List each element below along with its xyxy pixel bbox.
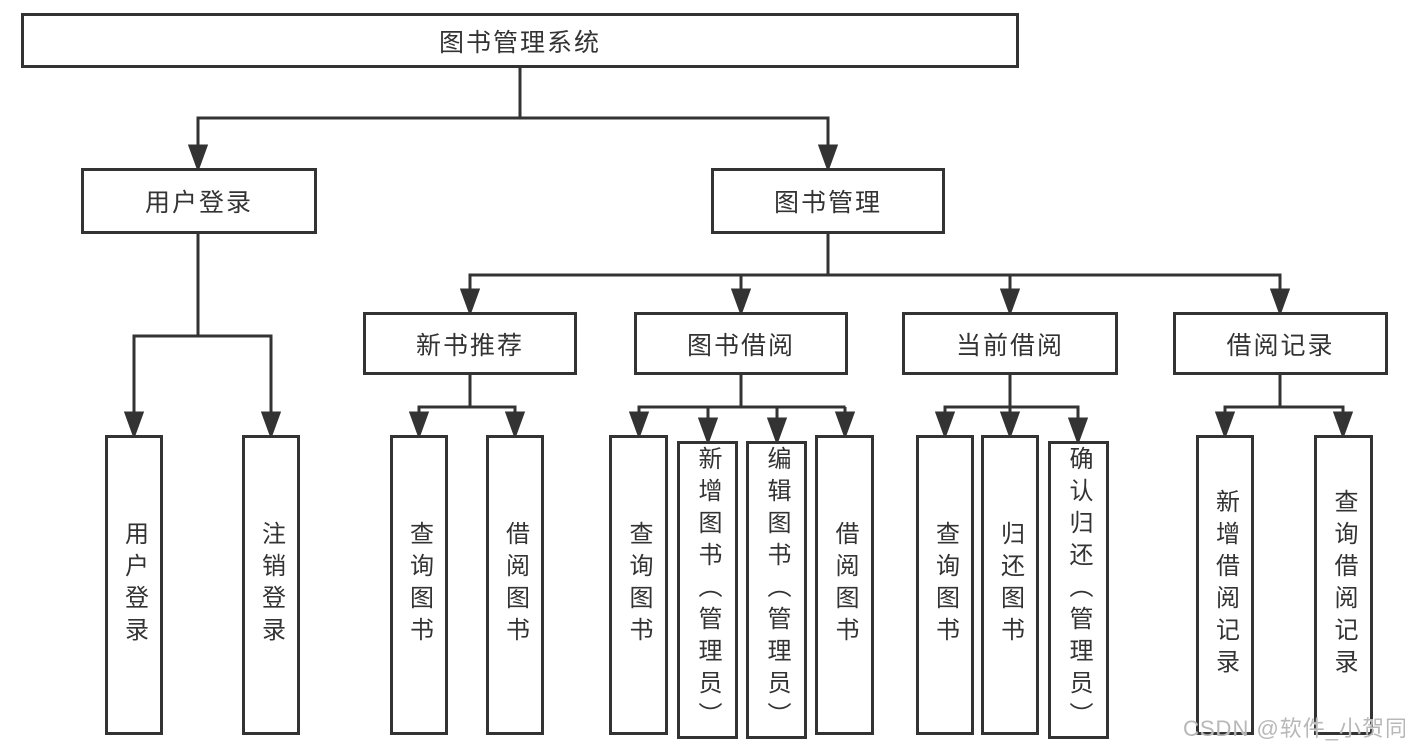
node-library-management-system: 图书管理系统 xyxy=(21,13,1019,68)
leaf-borrow-books: 借阅图书 xyxy=(486,435,544,735)
leaf-return-books: 归还图书 xyxy=(981,435,1039,735)
leaf-edit-books-admin: 编辑图书（管理员） xyxy=(746,441,807,739)
node-borrowing-records: 借阅记录 xyxy=(1173,312,1388,375)
leaf-query-borrow-record: 查询借阅记录 xyxy=(1314,435,1373,735)
node-book-borrowing: 图书借阅 xyxy=(634,312,848,375)
node-new-book-recommendation: 新书推荐 xyxy=(363,312,577,375)
leaf-borrow-books: 借阅图书 xyxy=(815,435,874,735)
leaf-query-books: 查询图书 xyxy=(609,435,668,735)
leaf-add-borrow-record: 新增借阅记录 xyxy=(1196,435,1254,735)
csdn-watermark: CSDN @软件_小贺同学 xyxy=(1183,716,1405,741)
leaf-add-books-admin: 新增图书（管理员） xyxy=(677,441,738,739)
leaf-query-books: 查询图书 xyxy=(916,435,974,735)
leaf-query-books: 查询图书 xyxy=(390,435,448,735)
node-user-login: 用户登录 xyxy=(81,168,317,234)
leaf-logout: 注销登录 xyxy=(242,435,300,735)
leaf-confirm-return-admin: 确认归还（管理员） xyxy=(1048,441,1109,739)
node-current-borrowing: 当前借阅 xyxy=(902,312,1118,375)
leaf-user-login: 用户登录 xyxy=(105,435,163,735)
node-book-management: 图书管理 xyxy=(711,168,945,234)
